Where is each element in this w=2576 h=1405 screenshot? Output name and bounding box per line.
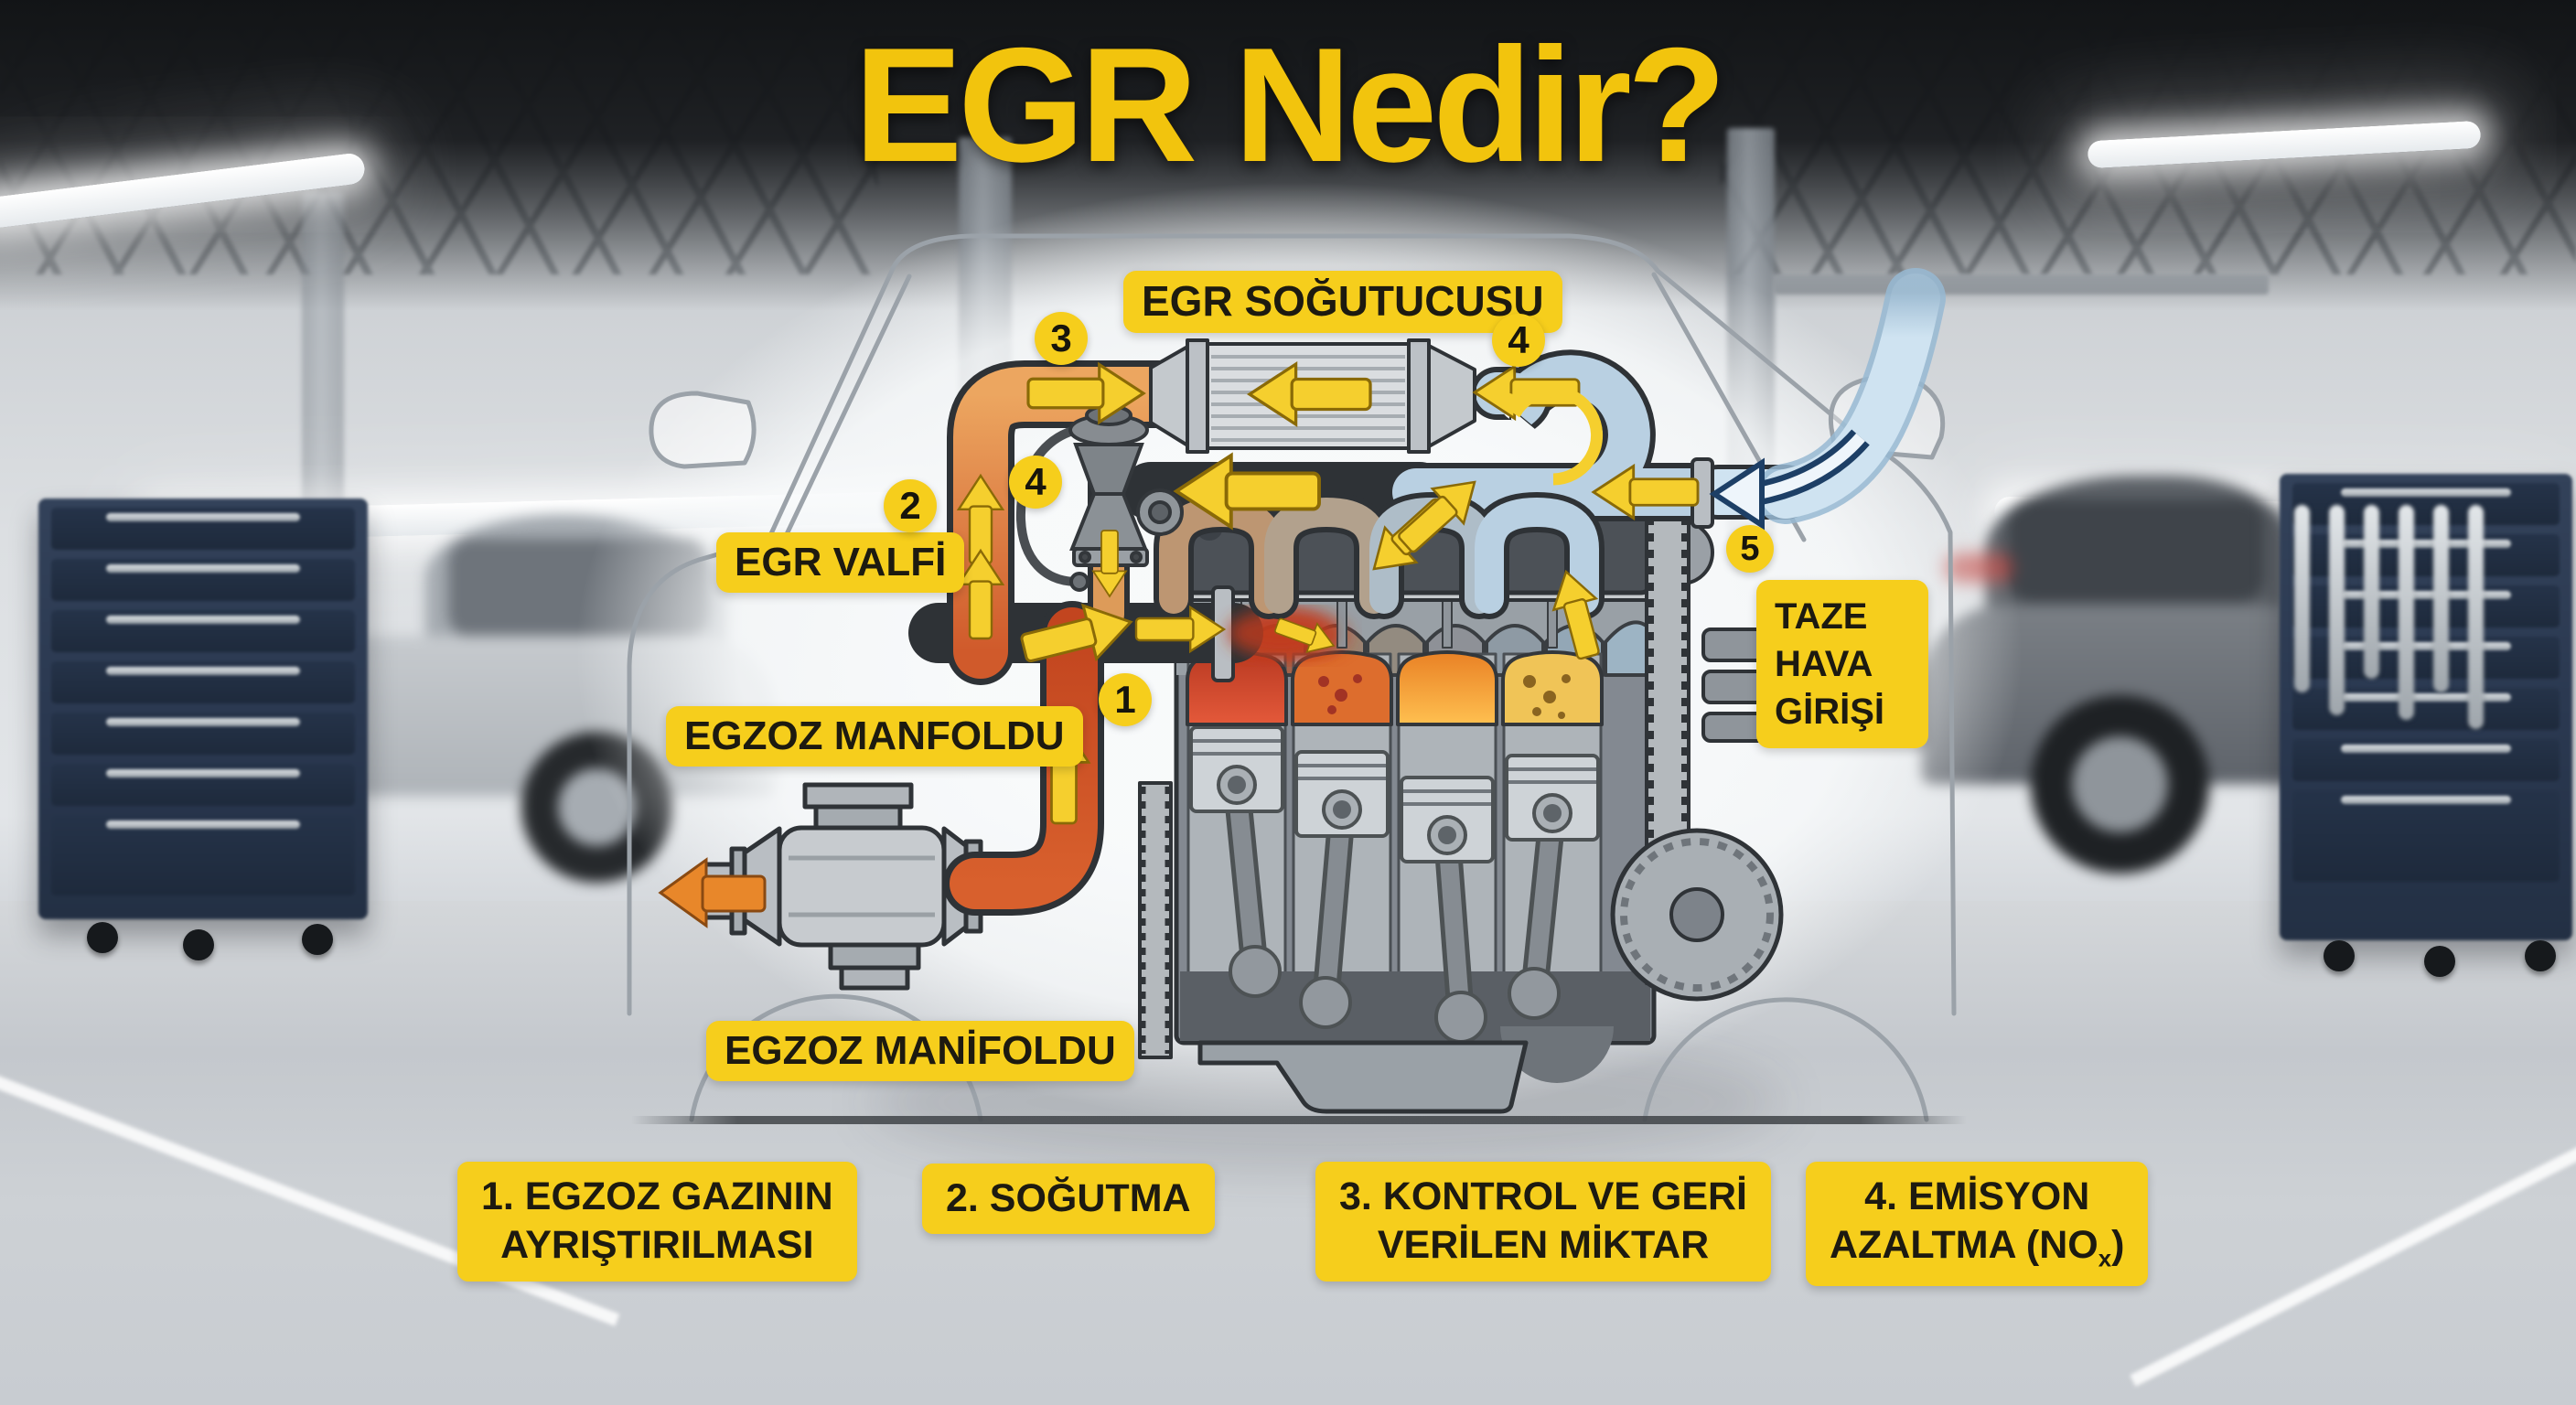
label-exhaust-manifold-lower: EGZOZ MANİFOLDU xyxy=(706,1021,1134,1081)
fresh-air-arrow-icon xyxy=(1709,429,1870,531)
timing-gear-left xyxy=(1138,781,1173,1059)
vacuum-hose xyxy=(1015,423,1104,586)
label-egr-valve: EGR VALFİ xyxy=(716,532,965,593)
legend-item-4: 4. EMİSYON AZALTMA (NOx) xyxy=(1806,1162,2149,1286)
step-marker-5: 5 xyxy=(1726,525,1774,573)
tool-cabinet-left xyxy=(38,499,368,919)
step-marker-3: 3 xyxy=(1035,312,1088,365)
egr-valve xyxy=(1015,404,1184,592)
windshield-line xyxy=(784,273,912,537)
legend-1-line2: AYRIŞTIRILMASI xyxy=(500,1223,814,1268)
oil-pan xyxy=(1197,1040,1529,1114)
legend-3-line2: VERİLEN MİKTAR xyxy=(1377,1223,1710,1268)
legend-2-line1: 2. SOĞUTMA xyxy=(946,1176,1191,1220)
legend-4-line2: AZALTMA (NOx) xyxy=(1830,1223,2125,1272)
tool-cabinet-right xyxy=(2280,474,2572,940)
nox-subscript: x xyxy=(2098,1246,2112,1272)
legend-3-line1: 3. KONTROL VE GERİ xyxy=(1339,1174,1747,1218)
flow-stripe-loop xyxy=(1497,385,1604,486)
chamber-speckles xyxy=(1318,674,1362,714)
step-marker-2: 2 xyxy=(884,479,937,532)
wrench-icon xyxy=(2399,505,2414,720)
rear-wheel-arch xyxy=(1642,997,1929,1122)
label-fresh-air-intake: TAZE HAVA GİRİŞİ xyxy=(1756,580,1928,748)
hanging-wrenches xyxy=(2294,505,2514,743)
legend-item-2: 2. SOĞUTMA xyxy=(922,1164,1215,1235)
wrench-icon xyxy=(2468,505,2484,729)
flow-arrows xyxy=(957,362,1700,825)
wrench-icon xyxy=(2329,505,2345,715)
legend-4-line1: 4. EMİSYON xyxy=(1864,1174,2090,1218)
ground-line xyxy=(631,1116,1967,1124)
counterweight xyxy=(1500,1026,1614,1083)
tailpipe-arrow-icon xyxy=(658,857,767,928)
step-marker-4b: 4 xyxy=(1009,456,1062,509)
wrench-icon xyxy=(2294,505,2310,692)
legend-item-3: 3. KONTROL VE GERİ VERİLEN MİKTAR xyxy=(1315,1162,1771,1282)
side-mirror-left-icon xyxy=(649,391,757,469)
egr-riser-pipe xyxy=(953,367,1208,679)
legend-1-line1: 1. EGZOZ GAZININ xyxy=(481,1174,833,1218)
wrench-icon xyxy=(2364,505,2379,679)
wrench-icon xyxy=(2433,505,2449,692)
timing-gear-right xyxy=(1610,510,1784,1002)
label-exhaust-manifold-upper: EGZOZ MANFOLDU xyxy=(666,706,1083,767)
page-title: EGR Nedir? xyxy=(853,14,1727,196)
exhaust-downpipe xyxy=(950,607,1098,909)
egr-cooler xyxy=(1149,338,1476,454)
step-marker-4: 4 xyxy=(1492,314,1545,367)
label-egr-cooler: EGR SOĞUTUCUSU xyxy=(1123,271,1562,333)
pistons xyxy=(1189,725,1600,1044)
legend-item-1: 1. EGZOZ GAZININ AYRIŞTIRILMASI xyxy=(457,1162,857,1282)
step-marker-1: 1 xyxy=(1099,673,1152,726)
wall-column xyxy=(302,192,344,540)
car-body-line xyxy=(627,233,1957,1016)
